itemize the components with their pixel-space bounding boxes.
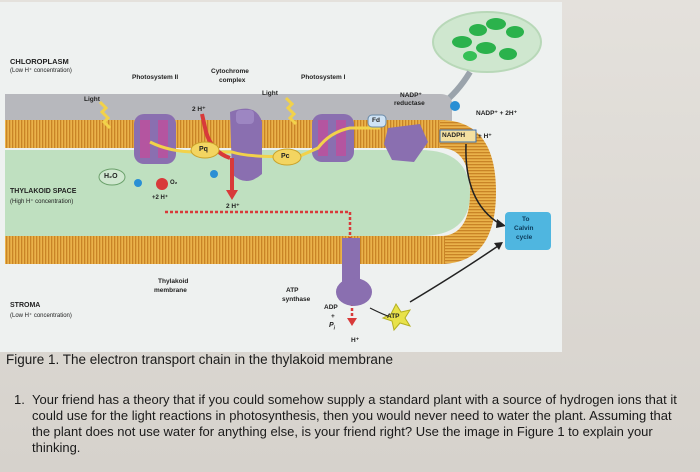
calvin-cycle-box (505, 212, 551, 250)
oxygen-icon (156, 178, 168, 190)
nadp-reductase (384, 124, 428, 162)
light-ray-2 (284, 96, 298, 126)
calvin-label-2: Calvin (514, 225, 534, 232)
question-text: Your friend has a theory that if you cou… (32, 392, 677, 455)
electron-dot-3 (450, 101, 460, 111)
two-h-top-label: 2 H⁺ (192, 106, 206, 113)
light-label-1: Light (84, 96, 100, 103)
nadp-reductase-label-2: reductase (394, 100, 425, 107)
nadph-arrow (465, 143, 501, 225)
fd-carrier (367, 114, 387, 128)
o2-label: O₂ (170, 180, 178, 186)
stroma-label: STROMA (10, 302, 41, 309)
pi-subscript: i (333, 325, 336, 332)
thylakoid-membrane-label: Thylakoid (158, 278, 189, 285)
thylakoid-space-label: THYLAKOID SPACE (10, 188, 77, 195)
atp-synthase (336, 238, 372, 306)
question-1: 1. Your friend has a theory that if you … (14, 392, 682, 456)
h2o-label: H₂O (104, 173, 118, 180)
thylakoid-membrane-label-2: membrane (154, 287, 187, 294)
atp-synthase-label-2: synthase (282, 296, 311, 303)
pq-carrier (190, 141, 220, 159)
calvin-label-1: To (522, 216, 530, 223)
photosystem-i (312, 114, 354, 162)
thylakoid-space-sublabel: (High H⁺ concentration) (10, 199, 74, 205)
adp-label: ADP (324, 304, 338, 311)
pc-carrier (272, 148, 302, 166)
photosystem-i-label: Photosystem I (301, 74, 346, 81)
cytochrome-label: Cytochrome (211, 68, 249, 75)
diagram-graphic (0, 2, 562, 352)
cytochrome-complex (230, 108, 262, 181)
nadp-plus-label: NADP⁺ + 2H⁺ (476, 110, 517, 117)
atp-label: ATP (387, 313, 400, 320)
plus-2h-label: +2 H⁺ (152, 195, 169, 201)
nadph-label: NADPH (442, 132, 466, 139)
plus-label: + (331, 313, 335, 320)
pq-label: Pq (199, 146, 208, 153)
water-molecule (98, 168, 126, 186)
question-number: 1. (14, 392, 25, 407)
atp-arrow (409, 245, 499, 303)
electron-dot-2 (210, 170, 218, 178)
atp-star (381, 302, 412, 332)
nadp-reductase-label: NADP⁺ (400, 92, 422, 99)
curved-membrane (440, 120, 496, 264)
h-bottom-label: H⁺ (351, 337, 360, 344)
electron-dot-1 (134, 179, 142, 187)
proton-flow-dashed (165, 210, 352, 238)
chloroplast-icon (432, 11, 542, 112)
photosystem-ii-label: Photosystem II (132, 74, 179, 81)
figure-caption: Figure 1. The electron transport chain i… (6, 352, 393, 367)
pi-letter: P (329, 322, 334, 329)
chloroplast-sublabel: (Low H⁺ concentration) (10, 68, 72, 74)
light-label-2: Light (262, 90, 278, 97)
electron-transport-diagram: CHLOROPLASM (Low H⁺ concentration) Photo… (0, 2, 562, 352)
stroma-sublabel: (Low H⁺ concentration) (10, 313, 72, 319)
photosystem-ii (134, 114, 176, 164)
light-ray-1 (98, 100, 112, 130)
pi-label: Pi (329, 322, 335, 331)
chloroplast-label: CHLOROPLASM (10, 57, 69, 66)
two-h-mid-label: 2 H⁺ (226, 203, 240, 210)
pc-label: Pc (281, 153, 290, 160)
cytochrome-label-2: complex (219, 77, 246, 84)
calvin-label-3: cycle (516, 234, 533, 241)
nadph-box (439, 129, 477, 143)
fd-label: Fd (372, 117, 380, 124)
electron-path (149, 126, 380, 158)
atp-synthase-label: ATP (286, 287, 299, 294)
lower-membrane (5, 236, 445, 264)
nadph-plus-label: + H⁺ (478, 133, 492, 140)
